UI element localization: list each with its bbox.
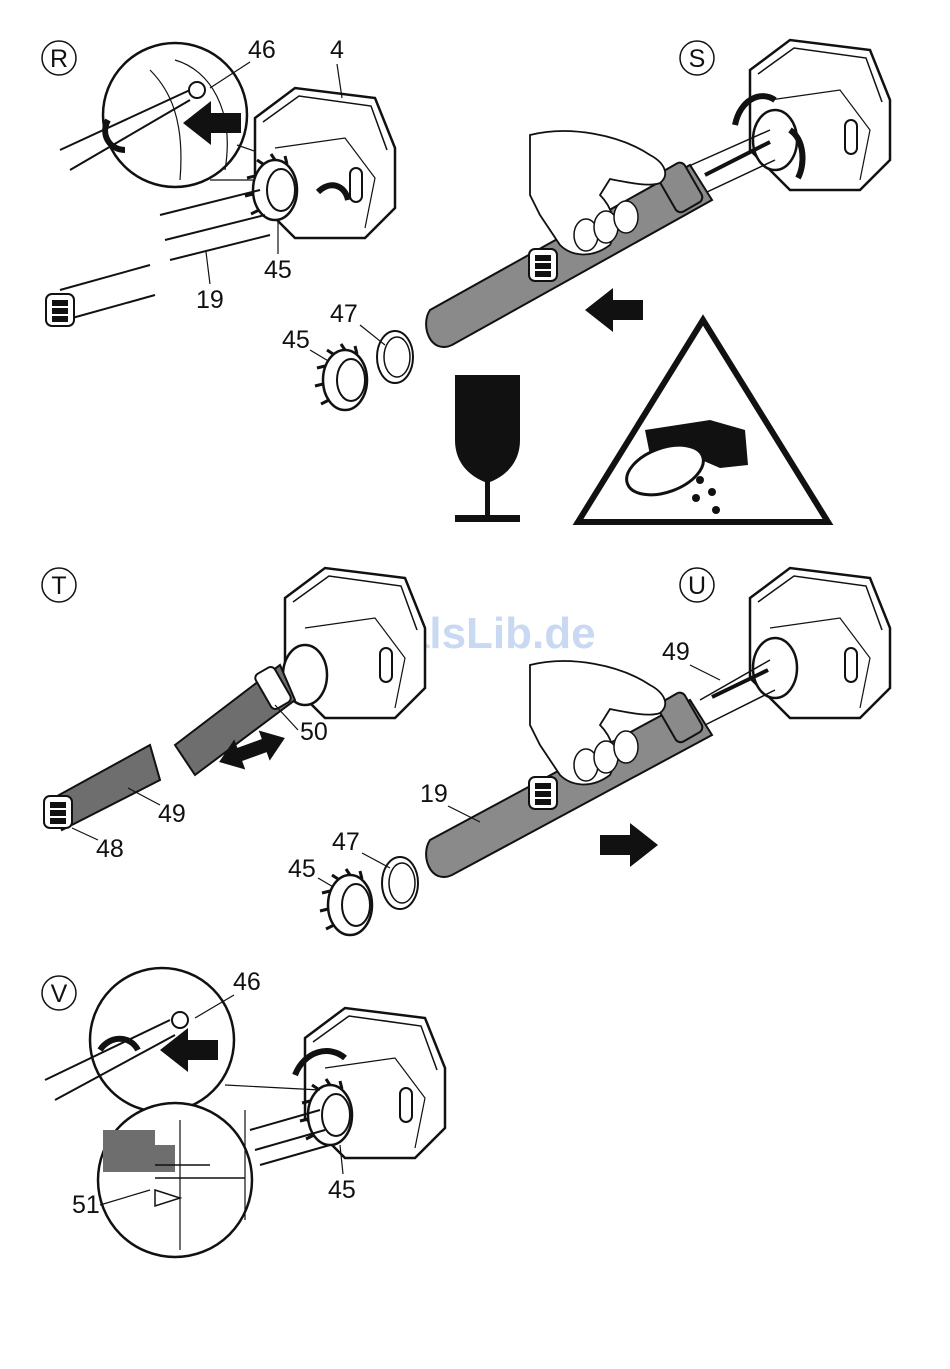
step-s-letter: S	[689, 45, 706, 73]
step-v: V 46 45 51	[42, 968, 445, 1257]
cut-hazard-warning-icon	[578, 320, 828, 522]
label-50: 50	[300, 718, 328, 746]
step-u-letter: U	[688, 572, 706, 600]
label-47: 47	[332, 828, 360, 856]
label-45: 45	[264, 256, 292, 284]
v-screw-46	[172, 1012, 188, 1028]
s-pull-arrow-icon	[585, 288, 643, 332]
step-s: S	[426, 40, 890, 522]
label-45b: 45	[282, 326, 310, 354]
u-tube-end	[529, 777, 557, 809]
label-47: 47	[330, 300, 358, 328]
step-v-letter: V	[51, 980, 68, 1008]
step-t-letter: T	[51, 572, 66, 600]
r-tube-end	[46, 294, 74, 326]
label-51: 51	[72, 1191, 100, 1219]
step-r-letter: R	[50, 45, 68, 73]
step-r: R 46 4 45 19 47 45	[42, 36, 413, 410]
label-19: 19	[420, 780, 448, 808]
label-19: 19	[196, 286, 224, 314]
r-ringnut-45-exploded	[315, 344, 367, 410]
label-46: 46	[248, 36, 276, 64]
label-49: 49	[662, 638, 690, 666]
label-46: 46	[233, 968, 261, 996]
fragile-glass-icon	[455, 375, 520, 522]
u-push-arrow-icon	[600, 823, 658, 867]
s-tube-end	[529, 249, 557, 281]
r-oring-47	[377, 331, 413, 383]
label-45: 45	[288, 855, 316, 883]
r-screw-46	[189, 82, 205, 98]
label-45: 45	[328, 1176, 356, 1204]
label-49: 49	[158, 800, 186, 828]
label-4: 4	[330, 36, 344, 64]
u-ringnut-45	[320, 869, 372, 935]
step-t: T 50 49 48	[42, 568, 425, 863]
label-48: 48	[96, 835, 124, 863]
t-tube-end-48	[44, 796, 72, 828]
v-detail-circle-bottom	[98, 1103, 252, 1257]
u-oring-47	[382, 857, 418, 909]
